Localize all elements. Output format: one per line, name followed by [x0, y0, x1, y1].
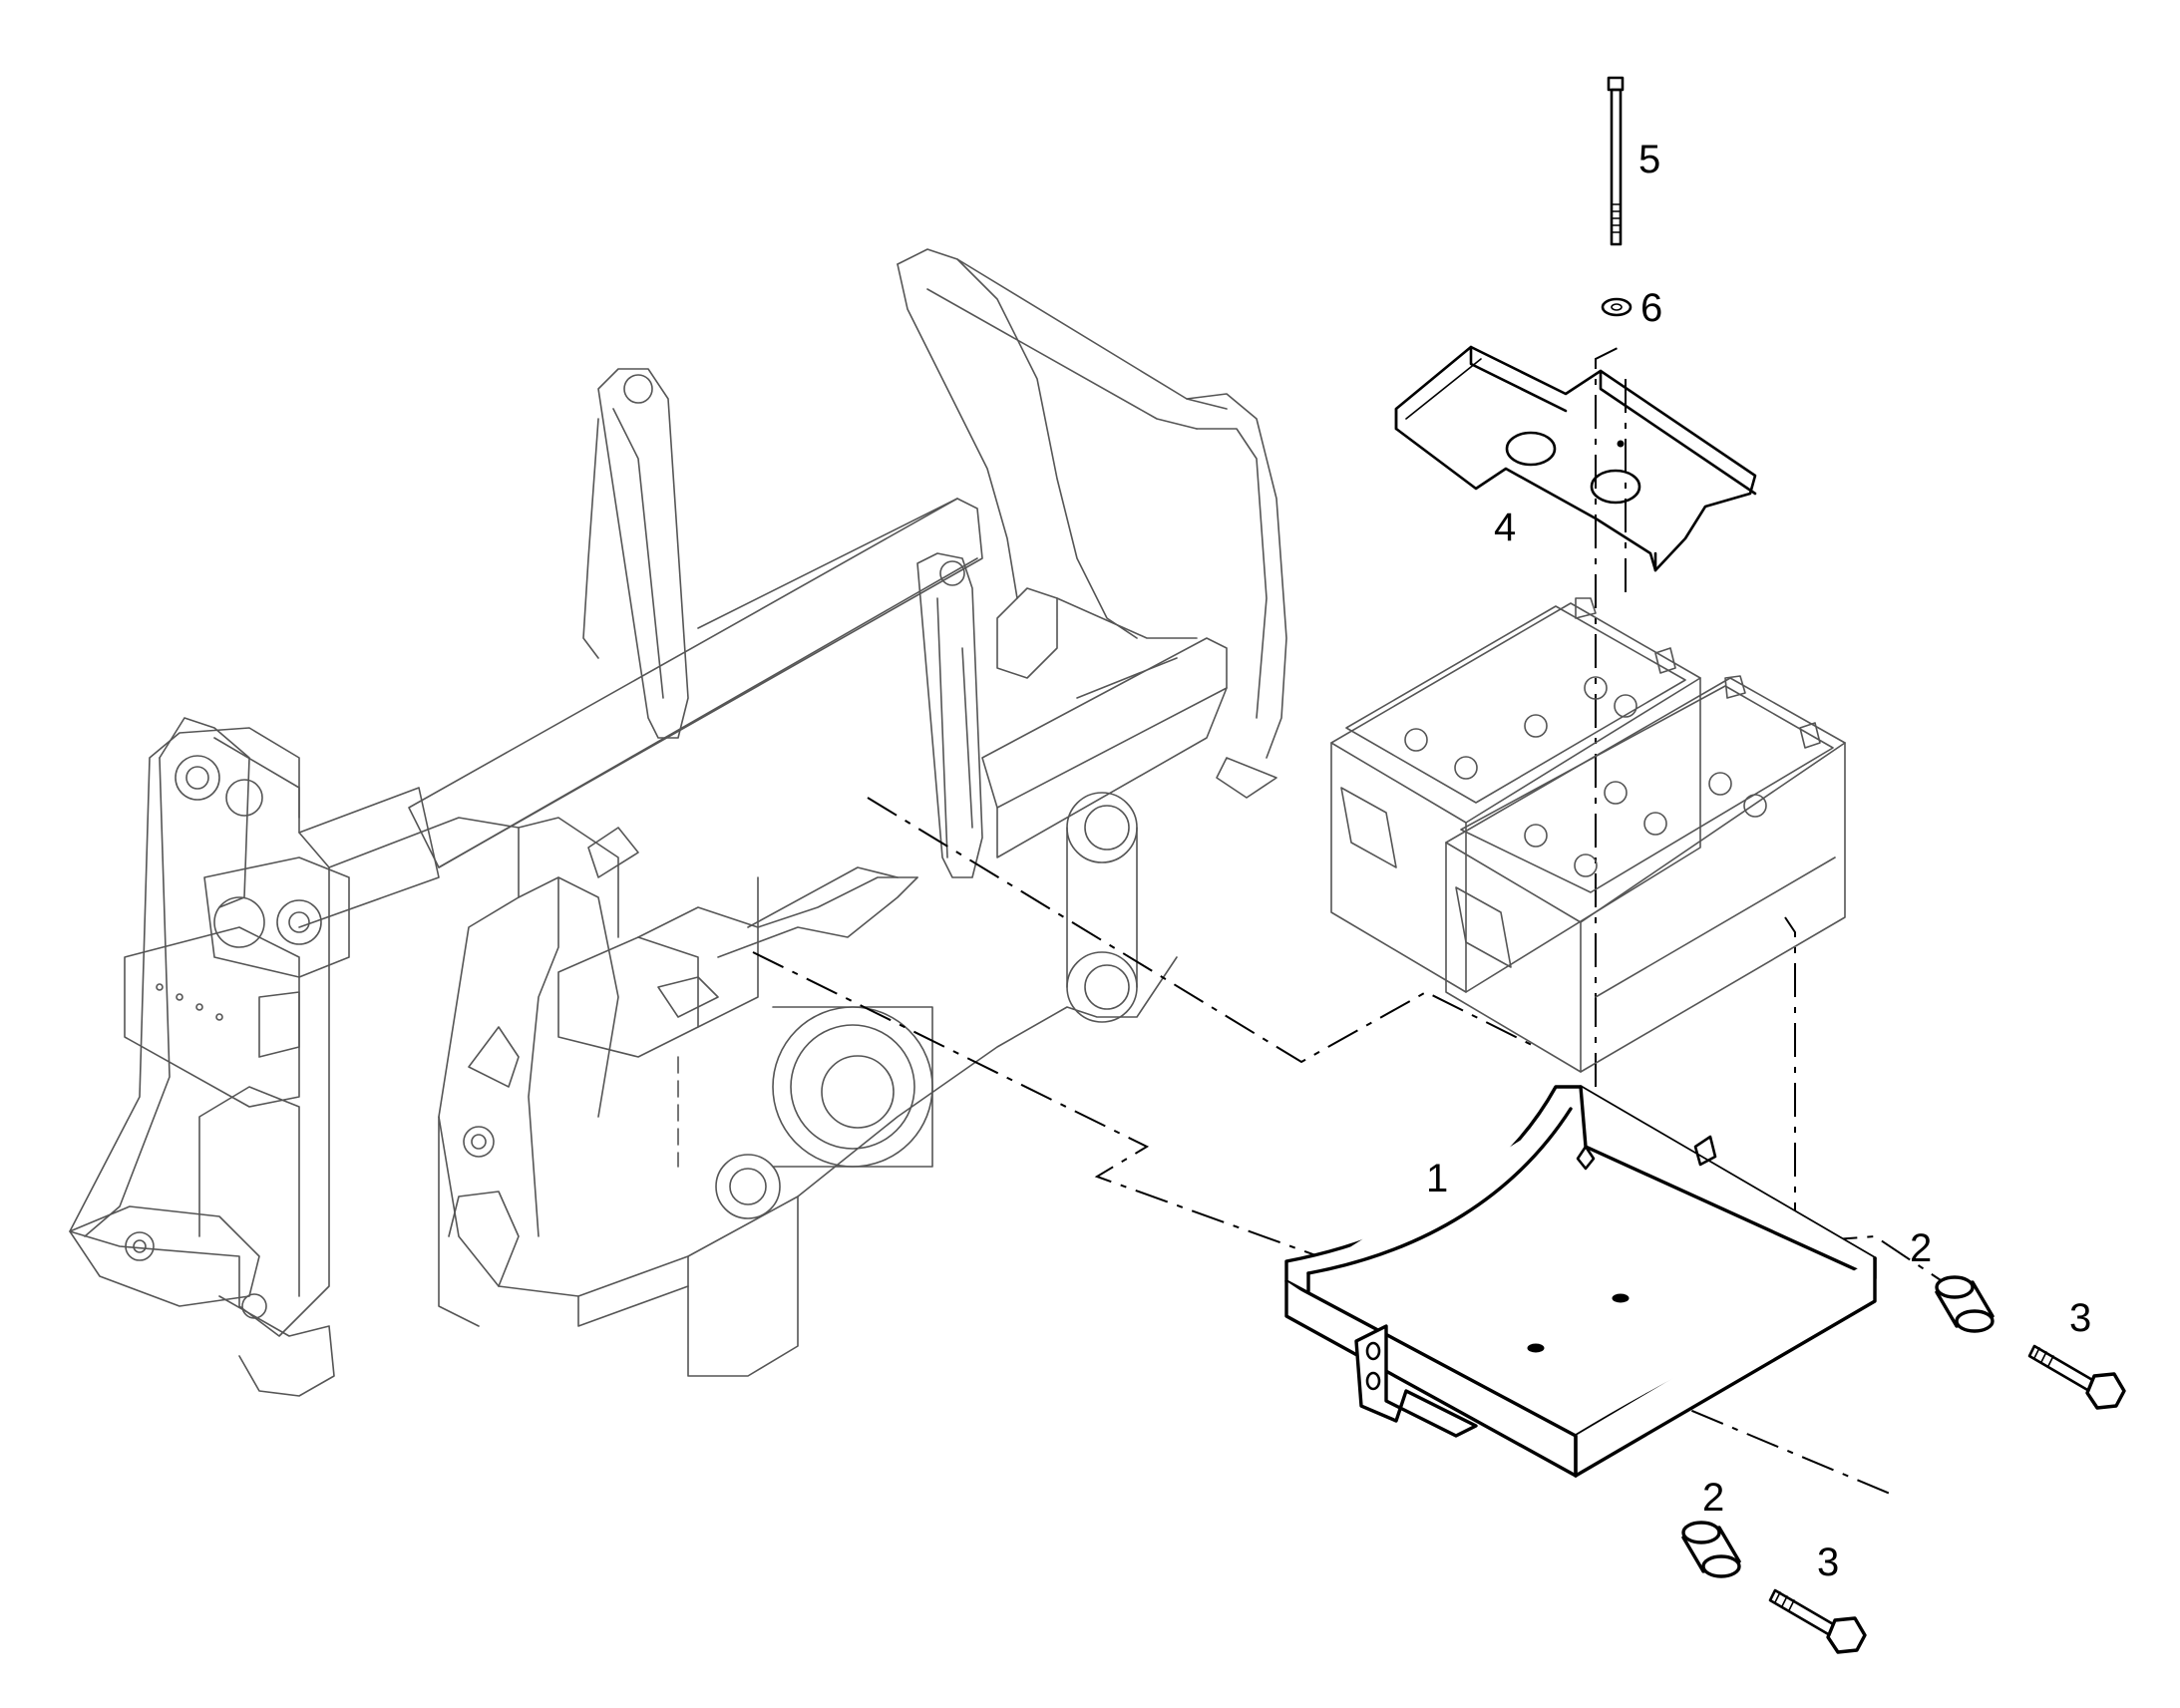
washer-part-6: [1601, 297, 1633, 317]
hold-down-bracket-part-4: [1394, 345, 1757, 572]
callout-2-lower: 2: [1702, 1476, 1724, 1520]
spacers-part-2: [1681, 1275, 1995, 1578]
callout-5: 5: [1638, 138, 1660, 181]
machine-frame: [69, 248, 1287, 1397]
bolts-part-3: [1768, 1344, 2126, 1654]
long-bolt-part-5: [1607, 76, 1625, 246]
battery-tray-part-1: [1284, 1085, 1877, 1478]
callout-2-upper: 2: [1910, 1226, 1932, 1270]
callouts: 5 6 4 1 2 3 2 3: [1426, 138, 2091, 1584]
callout-3-lower: 3: [1817, 1540, 1839, 1584]
batteries: [1330, 597, 1846, 1073]
callout-4: 4: [1494, 506, 1516, 549]
callout-3-upper: 3: [2069, 1296, 2091, 1340]
callout-6: 6: [1640, 286, 1662, 330]
callout-1: 1: [1426, 1157, 1448, 1200]
